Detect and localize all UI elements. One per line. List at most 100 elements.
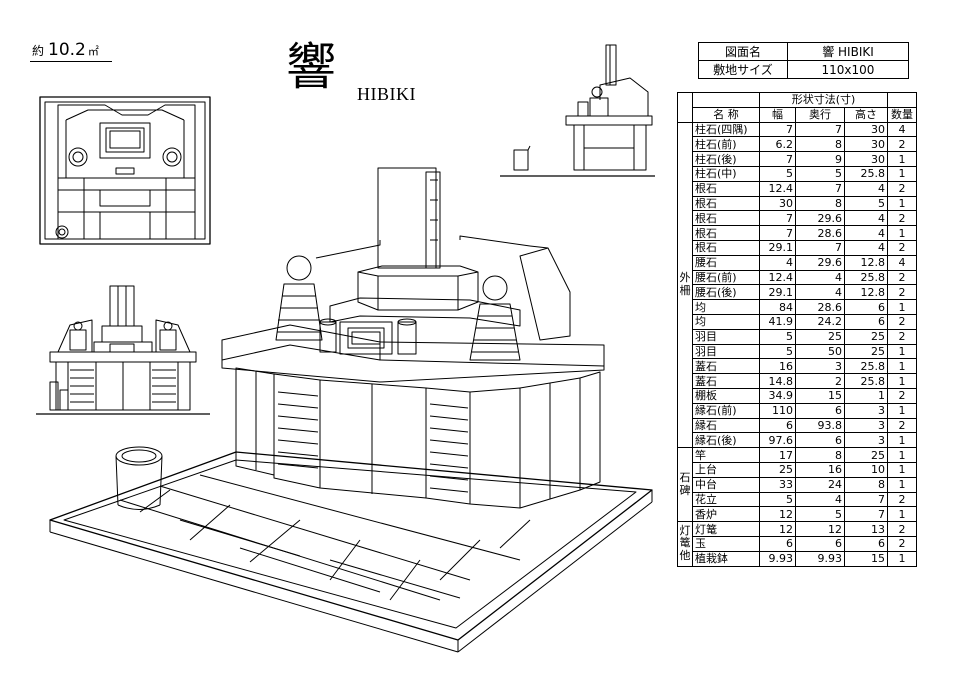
part-width: 7 xyxy=(759,225,796,241)
part-height: 3 xyxy=(844,417,888,434)
part-qty: 1 xyxy=(887,358,917,375)
part-depth: 2 xyxy=(795,373,845,389)
part-width: 5 xyxy=(759,165,796,182)
part-qty: 1 xyxy=(887,461,917,478)
part-width: 7 xyxy=(759,151,796,167)
part-qty: 2 xyxy=(887,239,917,256)
part-height: 10 xyxy=(844,461,888,478)
side-elevation xyxy=(500,44,655,177)
part-depth: 9 xyxy=(795,151,845,167)
part-name: 柱石(四隅) xyxy=(692,121,760,138)
header-blank xyxy=(887,92,917,108)
part-name: 蓋石 xyxy=(692,358,760,375)
part-width: 97.6 xyxy=(759,432,796,449)
part-height: 25.8 xyxy=(844,269,888,286)
part-width: 12.4 xyxy=(759,180,796,197)
part-qty: 2 xyxy=(887,136,917,153)
part-qty: 1 xyxy=(887,402,917,419)
group-label-char: 柵 xyxy=(679,283,691,297)
header-name: 名 称 xyxy=(692,106,760,123)
part-height: 13 xyxy=(844,521,888,537)
part-name: 縁石 xyxy=(692,417,760,434)
part-name: 竿 xyxy=(692,447,760,463)
part-depth: 7 xyxy=(795,121,845,138)
group-label: 石碑 xyxy=(677,447,693,523)
part-width: 12 xyxy=(759,521,796,537)
part-height: 12.8 xyxy=(844,284,888,301)
info-key: 図面名 xyxy=(698,42,788,61)
info-key: 敷地サイズ xyxy=(698,60,788,79)
part-width: 9.93 xyxy=(759,550,796,567)
part-qty: 2 xyxy=(887,535,917,552)
part-qty: 1 xyxy=(887,432,917,449)
part-qty: 2 xyxy=(887,284,917,301)
part-width: 7 xyxy=(759,121,796,138)
part-width: 84 xyxy=(759,299,796,315)
part-height: 12.8 xyxy=(844,254,888,271)
part-name: 花立 xyxy=(692,491,760,508)
part-name: 羽目 xyxy=(692,328,760,345)
part-depth: 28.6 xyxy=(795,299,845,315)
part-depth: 24 xyxy=(795,476,845,493)
part-width: 6 xyxy=(759,535,796,552)
part-height: 3 xyxy=(844,432,888,449)
part-width: 16 xyxy=(759,358,796,375)
part-name: 根石 xyxy=(692,210,760,227)
part-height: 7 xyxy=(844,491,888,508)
info-value: 響 HIBIKI xyxy=(787,42,909,61)
part-name: 上台 xyxy=(692,461,760,478)
header-width: 幅 xyxy=(759,106,796,123)
part-width: 41.9 xyxy=(759,313,796,330)
part-name: 腰石(前) xyxy=(692,269,760,286)
part-height: 25 xyxy=(844,447,888,463)
part-height: 1 xyxy=(844,387,888,404)
part-height: 25.8 xyxy=(844,358,888,375)
group-label-char: 灯 xyxy=(679,523,691,537)
part-depth: 8 xyxy=(795,136,845,153)
part-width: 12 xyxy=(759,506,796,523)
part-qty: 1 xyxy=(887,165,917,182)
area-underline xyxy=(30,61,112,62)
header-blank xyxy=(692,92,760,108)
part-qty: 1 xyxy=(887,151,917,167)
part-depth: 6 xyxy=(795,535,845,552)
area-value: 10.2 xyxy=(48,40,86,60)
header-depth: 奥行 xyxy=(795,106,845,123)
part-depth: 4 xyxy=(795,491,845,508)
part-qty: 1 xyxy=(887,476,917,493)
part-width: 110 xyxy=(759,402,796,419)
part-qty: 1 xyxy=(887,373,917,389)
part-qty: 2 xyxy=(887,328,917,345)
part-qty: 1 xyxy=(887,299,917,315)
info-row: 敷地サイズ 110x100 xyxy=(698,60,909,79)
part-height: 6 xyxy=(844,535,888,552)
part-name: 縁石(前) xyxy=(692,402,760,419)
part-qty: 2 xyxy=(887,180,917,197)
part-height: 6 xyxy=(844,313,888,330)
part-name: 根石 xyxy=(692,195,760,212)
title-kanji: 響 xyxy=(286,38,336,96)
isometric-view xyxy=(49,167,653,653)
part-width: 14.8 xyxy=(759,373,796,389)
title-latin: HIBIKI xyxy=(357,84,416,104)
part-name: 羽目 xyxy=(692,343,760,360)
part-height: 30 xyxy=(844,121,888,138)
part-qty: 2 xyxy=(887,313,917,330)
area-unit: ㎡ xyxy=(87,45,99,58)
part-depth: 24.2 xyxy=(795,313,845,330)
part-depth: 4 xyxy=(795,269,845,286)
area-label: 約 xyxy=(32,44,45,58)
part-depth: 5 xyxy=(795,165,845,182)
part-height: 30 xyxy=(844,136,888,153)
